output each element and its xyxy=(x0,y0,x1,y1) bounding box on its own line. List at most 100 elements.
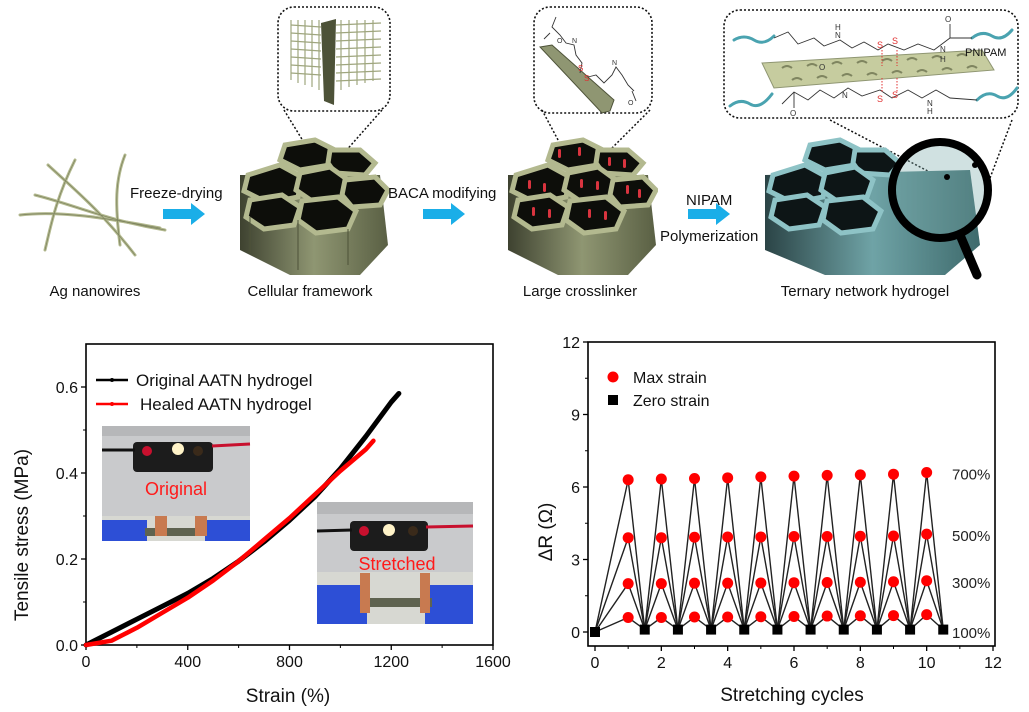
max-strain-point xyxy=(722,577,734,589)
max-strain-point xyxy=(888,468,899,480)
atom-o: O xyxy=(628,100,634,107)
x-tick-label: 2 xyxy=(657,655,666,672)
x-tick-label: 8 xyxy=(856,655,865,672)
zero-strain-point xyxy=(905,624,916,635)
legend: Max strain Zero strain xyxy=(607,370,709,410)
process-arrow-icon xyxy=(688,203,730,225)
series-label: 500% xyxy=(952,528,990,545)
magnifier-icon xyxy=(888,138,992,242)
inset-label-original: Original xyxy=(145,479,207,499)
atom-s: S xyxy=(892,36,898,46)
x-tick-label: 0 xyxy=(82,654,91,671)
zero-strain-point xyxy=(739,624,750,635)
y-tick-label: 3 xyxy=(571,553,580,570)
x-axis-label: Strain (%) xyxy=(246,686,330,707)
step-label-cellular-framework: Cellular framework xyxy=(247,283,373,300)
max-strain-point xyxy=(622,474,634,486)
arrow-label-freeze-drying: Freeze-drying xyxy=(130,185,223,202)
legend-label-max-strain: Max strain xyxy=(633,370,707,387)
max-strain-point xyxy=(888,530,899,542)
zero-strain-point xyxy=(639,624,650,635)
max-strain-point xyxy=(722,611,734,623)
atom-n: N xyxy=(835,31,841,40)
step-label-large-crosslinker: Large crosslinker xyxy=(522,283,638,300)
zero-strain-point xyxy=(805,624,816,635)
arrow-label-polymerization: Polymerization xyxy=(660,228,759,245)
legend-label-healed: Healed AATN hydrogel xyxy=(140,395,312,414)
y-tick-label: 9 xyxy=(571,408,580,425)
max-strain-point xyxy=(622,578,634,590)
arrow-label-baca-modifying: BACA modifying xyxy=(388,185,497,202)
max-strain-point xyxy=(755,577,767,589)
max-strain-point xyxy=(622,532,634,544)
max-strain-point xyxy=(655,578,667,590)
x-tick-label: 4 xyxy=(723,655,732,672)
cellular-framework-illustration xyxy=(240,137,390,275)
zero-strain-point xyxy=(590,627,600,637)
max-strain-point xyxy=(722,472,734,484)
zero-strain-point xyxy=(672,624,683,635)
max-strain-point xyxy=(788,470,800,482)
y-tick-label: 6 xyxy=(571,480,580,497)
atom-o: O xyxy=(819,63,825,72)
max-strain-point xyxy=(788,577,800,589)
framework-zoom-inset xyxy=(277,6,391,112)
max-strain-point xyxy=(821,610,833,622)
max-strain-point xyxy=(689,473,700,485)
y-tick-label: 0 xyxy=(571,625,580,642)
max-strain-point xyxy=(755,611,767,623)
x-tick-label: 0 xyxy=(591,655,600,672)
max-strain-point xyxy=(921,609,933,621)
max-strain-point xyxy=(854,610,866,622)
zero-strain-point xyxy=(871,624,882,635)
max-strain-point xyxy=(821,576,833,588)
ag-nanowires-illustration xyxy=(18,153,167,257)
series-label: 300% xyxy=(952,575,990,592)
step-label-ag-nanowires: Ag nanowires xyxy=(49,283,141,300)
legend-marker-max-strain xyxy=(607,371,619,383)
max-strain-point xyxy=(921,467,933,478)
max-strain-point xyxy=(854,576,866,588)
x-tick-label: 12 xyxy=(984,655,1002,672)
max-strain-point xyxy=(655,612,667,623)
max-strain-point xyxy=(921,575,933,587)
atom-h: H xyxy=(940,55,946,64)
max-strain-point xyxy=(622,612,634,623)
legend: Original AATN hydrogel Healed AATN hydro… xyxy=(96,371,312,414)
x-tick-label: 1600 xyxy=(475,654,511,671)
process-arrow-icon xyxy=(163,203,205,225)
y-axis-label: Tensile stress (MPa) xyxy=(12,449,33,621)
large-crosslinker-illustration xyxy=(508,137,658,275)
atom-o: O xyxy=(790,109,796,118)
max-strain-point xyxy=(655,473,667,485)
atom-n: N xyxy=(572,38,577,45)
max-strain-point xyxy=(655,532,667,544)
x-tick-label: 400 xyxy=(174,654,201,671)
x-tick-label: 6 xyxy=(790,655,799,672)
max-strain-point xyxy=(888,610,899,622)
max-strain-point xyxy=(755,531,767,543)
atom-o: O xyxy=(557,38,563,45)
max-strain-point xyxy=(888,576,899,588)
arrow-label-nipam: NIPAM xyxy=(686,192,733,209)
y-tick-label: 0.4 xyxy=(56,466,78,483)
max-strain-point xyxy=(854,530,866,542)
atom-n: N xyxy=(842,91,848,100)
max-strain-point xyxy=(689,577,700,589)
inset-photo-stretched: Stretched xyxy=(316,502,474,624)
max-strain-point xyxy=(821,469,833,481)
inset-label-stretched: Stretched xyxy=(358,554,435,574)
y-tick-label: 12 xyxy=(562,335,580,352)
y-tick-label: 0.2 xyxy=(56,552,78,569)
series-label: 100% xyxy=(952,625,990,642)
ternary-network-hydrogel-illustration xyxy=(765,137,992,280)
legend-label-zero-strain: Zero strain xyxy=(633,393,709,410)
atom-h: H xyxy=(835,23,841,32)
max-strain-point xyxy=(722,531,734,543)
atom-s: S xyxy=(877,94,883,104)
step-label-ternary-network-hydrogel: Ternary network hydrogel xyxy=(780,283,950,300)
max-strain-point xyxy=(788,531,800,543)
atom-s: S xyxy=(578,64,583,73)
atom-s: S xyxy=(892,90,898,100)
atom-s: S xyxy=(877,40,883,50)
